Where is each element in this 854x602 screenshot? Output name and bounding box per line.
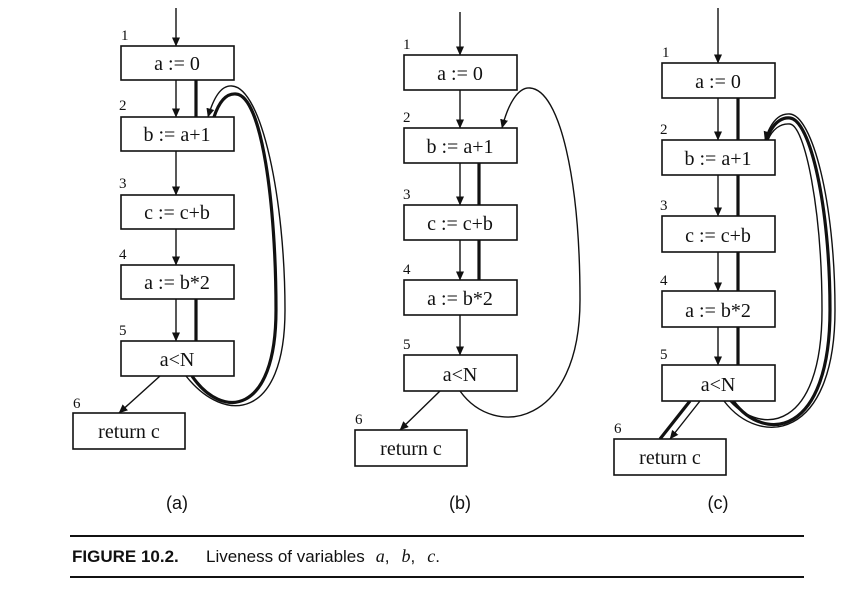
- node-code: b := a+1: [427, 136, 494, 158]
- node-code: a<N: [160, 349, 195, 371]
- node-code: a := 0: [437, 63, 483, 85]
- figure-caption: FIGURE 10.2. Liveness of variables a, b,…: [70, 535, 804, 578]
- node-box: [120, 264, 235, 300]
- node-code: a<N: [701, 374, 736, 396]
- node-number: 2: [660, 122, 668, 138]
- node-box: [120, 45, 235, 81]
- node-box: [613, 438, 727, 476]
- caption-var-b: b,: [402, 546, 416, 566]
- node-number: 4: [119, 247, 127, 263]
- node-c-4: a := b*2 4: [660, 273, 776, 328]
- node-box: [403, 54, 518, 91]
- node-code: c := c+b: [144, 202, 210, 224]
- node-box: [403, 127, 518, 164]
- node-code: b := a+1: [685, 148, 752, 170]
- node-number: 3: [660, 198, 668, 214]
- node-c-5: a<N 5: [660, 347, 776, 402]
- node-c-2: b := a+1 2: [660, 122, 776, 176]
- diagram-a: a := 0 1 b := a+1 2 c := c+b 3 a := b*2 …: [72, 8, 286, 513]
- node-b-5: a<N 5: [403, 337, 518, 392]
- node-code: return c: [380, 438, 442, 460]
- diagram-label: (c): [708, 493, 729, 513]
- live-a-back: [190, 92, 278, 404]
- live-c-back: [731, 116, 832, 426]
- back-edge-5-2: [723, 113, 836, 428]
- node-number: 1: [403, 37, 411, 53]
- node-b-1: a := 0 1: [403, 37, 518, 91]
- caption-text-line: Liveness of variables a, b, c.: [206, 546, 440, 566]
- node-box: [403, 204, 518, 241]
- node-a-2: b := a+1 2: [119, 98, 235, 152]
- node-a-5: a<N 5: [119, 323, 235, 377]
- node-number: 4: [660, 273, 668, 289]
- caption-label: FIGURE 10.2.: [72, 547, 179, 566]
- node-number: 2: [119, 98, 127, 114]
- node-box: [403, 354, 518, 392]
- back-edge-5-2: [185, 85, 286, 407]
- caption-var-c: c.: [427, 546, 440, 566]
- node-code: return c: [98, 421, 160, 443]
- node-a-1: a := 0 1: [120, 28, 235, 81]
- node-box: [661, 290, 776, 328]
- node-code: c := c+b: [427, 213, 493, 235]
- node-code: return c: [639, 447, 701, 469]
- node-code: a := b*2: [685, 300, 751, 322]
- caption-var-a: a,: [376, 546, 390, 566]
- node-number: 3: [119, 176, 127, 192]
- back-edge-5-2-inner: [729, 123, 823, 421]
- node-number: 1: [662, 45, 670, 61]
- caption-text: Liveness of variables: [206, 547, 365, 566]
- node-a-3: c := c+b 3: [119, 176, 235, 230]
- node-number: 6: [614, 421, 622, 437]
- node-number: 4: [403, 262, 411, 278]
- node-number: 2: [403, 110, 411, 126]
- node-c-3: c := c+b 3: [660, 198, 776, 253]
- live-c-5-6: [658, 400, 692, 440]
- node-number: 5: [660, 347, 668, 363]
- node-box: [661, 364, 776, 402]
- node-c-6: return c 6: [613, 421, 727, 476]
- node-code: b := a+1: [144, 124, 211, 146]
- diagram-c: a := 0 1 b := a+1 2 c := c+b 3 a := b*2 …: [613, 8, 836, 513]
- edge-5-6: [118, 375, 161, 414]
- node-b-6: return c 6: [354, 412, 468, 467]
- node-number: 1: [121, 28, 129, 44]
- edge-5-6: [399, 390, 441, 431]
- edge-5-6: [669, 400, 701, 440]
- node-box: [661, 139, 776, 176]
- node-number: 3: [403, 187, 411, 203]
- node-code: a := 0: [695, 71, 741, 93]
- node-box: [661, 215, 776, 253]
- node-box: [661, 62, 776, 99]
- node-b-2: b := a+1 2: [403, 110, 518, 164]
- node-box: [120, 116, 235, 152]
- node-code: c := c+b: [685, 225, 751, 247]
- node-number: 6: [355, 412, 363, 428]
- node-c-1: a := 0 1: [661, 45, 776, 99]
- node-box: [403, 279, 518, 316]
- node-number: 5: [403, 337, 411, 353]
- node-number: 5: [119, 323, 127, 339]
- diagram-b: a := 0 1 b := a+1 2 c := c+b 3 a := b*2 …: [354, 12, 581, 513]
- node-code: a := b*2: [144, 272, 210, 294]
- node-b-4: a := b*2 4: [403, 262, 518, 316]
- node-box: [120, 194, 235, 230]
- node-box: [120, 340, 235, 377]
- node-a-6: return c 6: [72, 396, 186, 450]
- node-box: [354, 429, 468, 467]
- node-code: a := b*2: [427, 288, 493, 310]
- diagram-label: (a): [166, 493, 188, 513]
- node-b-3: c := c+b 3: [403, 187, 518, 241]
- node-number: 6: [73, 396, 81, 412]
- node-box: [72, 412, 186, 450]
- node-a-4: a := b*2 4: [119, 247, 235, 300]
- diagram-label: (b): [449, 493, 471, 513]
- node-code: a := 0: [154, 53, 200, 75]
- node-code: a<N: [443, 364, 478, 386]
- back-edge-5-2: [459, 87, 581, 418]
